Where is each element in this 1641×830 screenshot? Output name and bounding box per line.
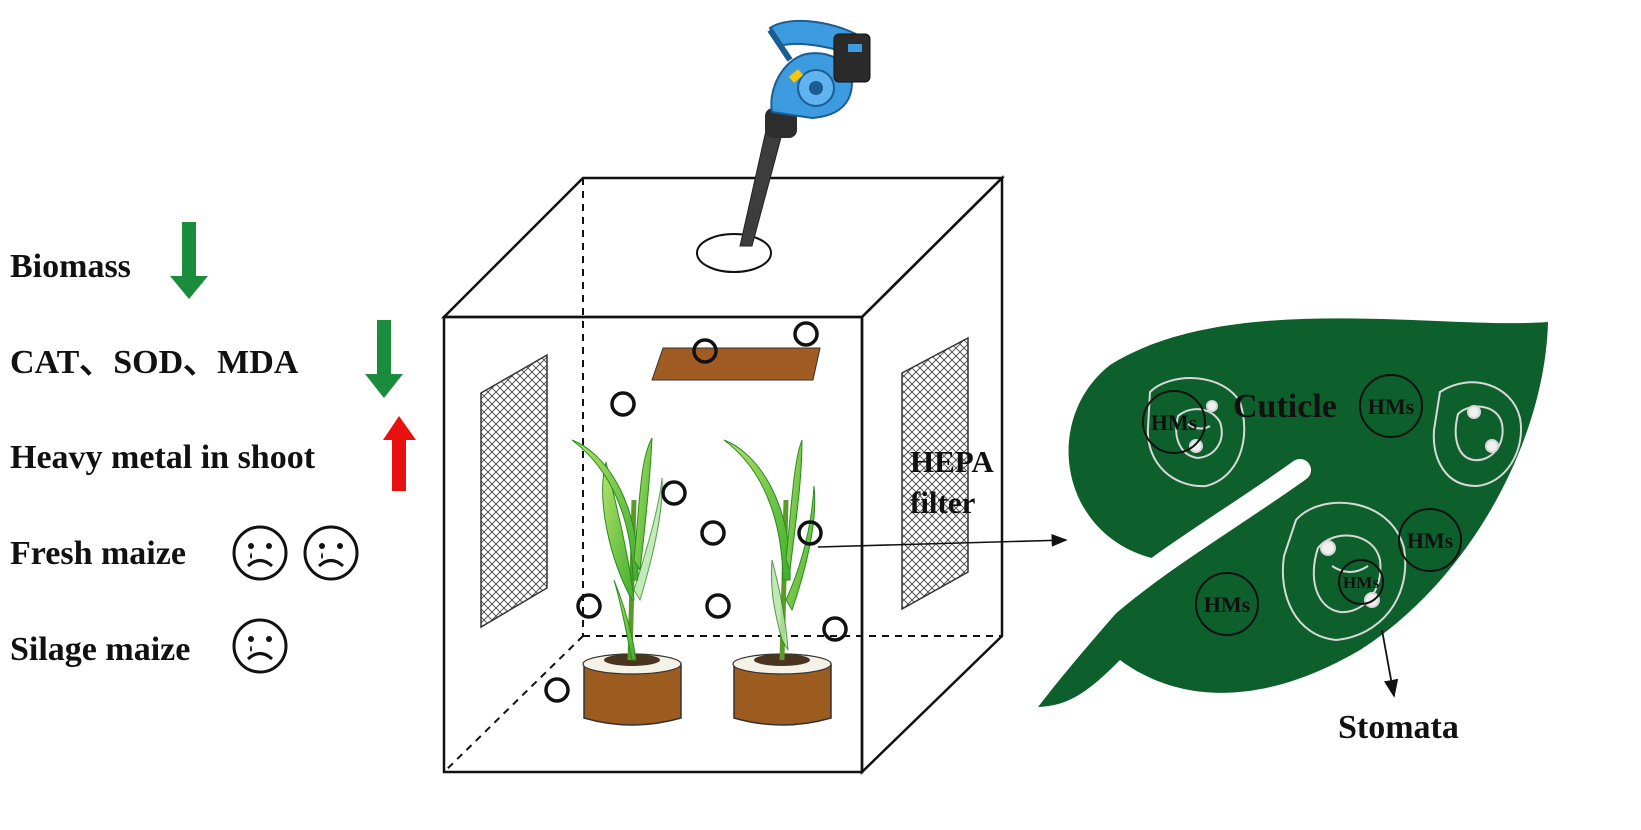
down-arrow-icon (170, 222, 208, 299)
hepa-filter-left (480, 353, 548, 629)
particle (700, 520, 726, 546)
stomata-icon (1281, 501, 1407, 642)
stomata-icon (1432, 381, 1523, 488)
hepa-filter-label: HEPA (910, 444, 994, 479)
hm-particle: HMs (1338, 559, 1384, 605)
particle (793, 321, 819, 347)
maize-label-fresh: Fresh maize (10, 535, 186, 572)
hepa-filter-label: filter (910, 485, 976, 520)
sad-face-icon (232, 618, 288, 674)
particle (822, 616, 848, 642)
plant-pot (732, 653, 832, 726)
stomata-label: Stomata (1338, 709, 1459, 746)
particle (661, 480, 687, 506)
particle (692, 338, 718, 364)
stomata-pointer (1381, 629, 1399, 698)
particles (544, 321, 848, 703)
maize-plant (571, 437, 663, 661)
leaf-illustration: HMs HMs HMs HMs HMs Cuticle Stomata (1038, 318, 1548, 746)
leaf-blower-icon (739, 19, 871, 247)
hm-label: HMs (1368, 394, 1415, 419)
effect-label-enzymes: CAT、SOD、MDA (10, 344, 299, 381)
hm-label: HMs (1407, 528, 1454, 553)
plant-pot (582, 653, 682, 726)
hm-label: HMs (1343, 573, 1379, 592)
up-arrow-icon (383, 416, 416, 491)
air-inlet (696, 233, 772, 273)
maize-plant (723, 439, 816, 661)
effect-label-heavy-metal: Heavy metal in shoot (10, 439, 316, 476)
particle (576, 593, 602, 619)
hm-label: HMs (1204, 592, 1251, 617)
hm-particle: HMs (1398, 508, 1462, 572)
sad-face-icon (303, 525, 359, 581)
chamber-top (440, 176, 1006, 319)
particle (705, 593, 731, 619)
effect-label-biomass: Biomass (10, 248, 131, 285)
particle (797, 520, 823, 546)
hm-particle: HMs (1195, 572, 1259, 636)
sad-face-icon (232, 525, 288, 581)
effects-panel: Biomass CAT、SOD、MDA Heavy metal in shoot… (10, 222, 416, 674)
cuticle-label: Cuticle (1233, 388, 1337, 425)
hm-particle: HMs (1142, 390, 1206, 454)
down-arrow-icon (365, 320, 403, 398)
exposure-chamber (440, 174, 1006, 775)
stomata-icon (1146, 377, 1246, 488)
hepa-filter-right (901, 336, 969, 611)
dust-tray (651, 347, 821, 381)
leaf-midrib (1092, 459, 1311, 621)
particle (544, 677, 570, 703)
connector-arrow (817, 534, 1068, 548)
hm-label: HMs (1151, 410, 1198, 435)
maize-label-silage: Silage maize (10, 631, 190, 668)
chamber-back-edge (443, 635, 584, 773)
leaf-blade (1038, 318, 1548, 707)
particle (610, 391, 636, 417)
chamber-front (442, 315, 864, 774)
hm-particle: HMs (1359, 374, 1423, 438)
